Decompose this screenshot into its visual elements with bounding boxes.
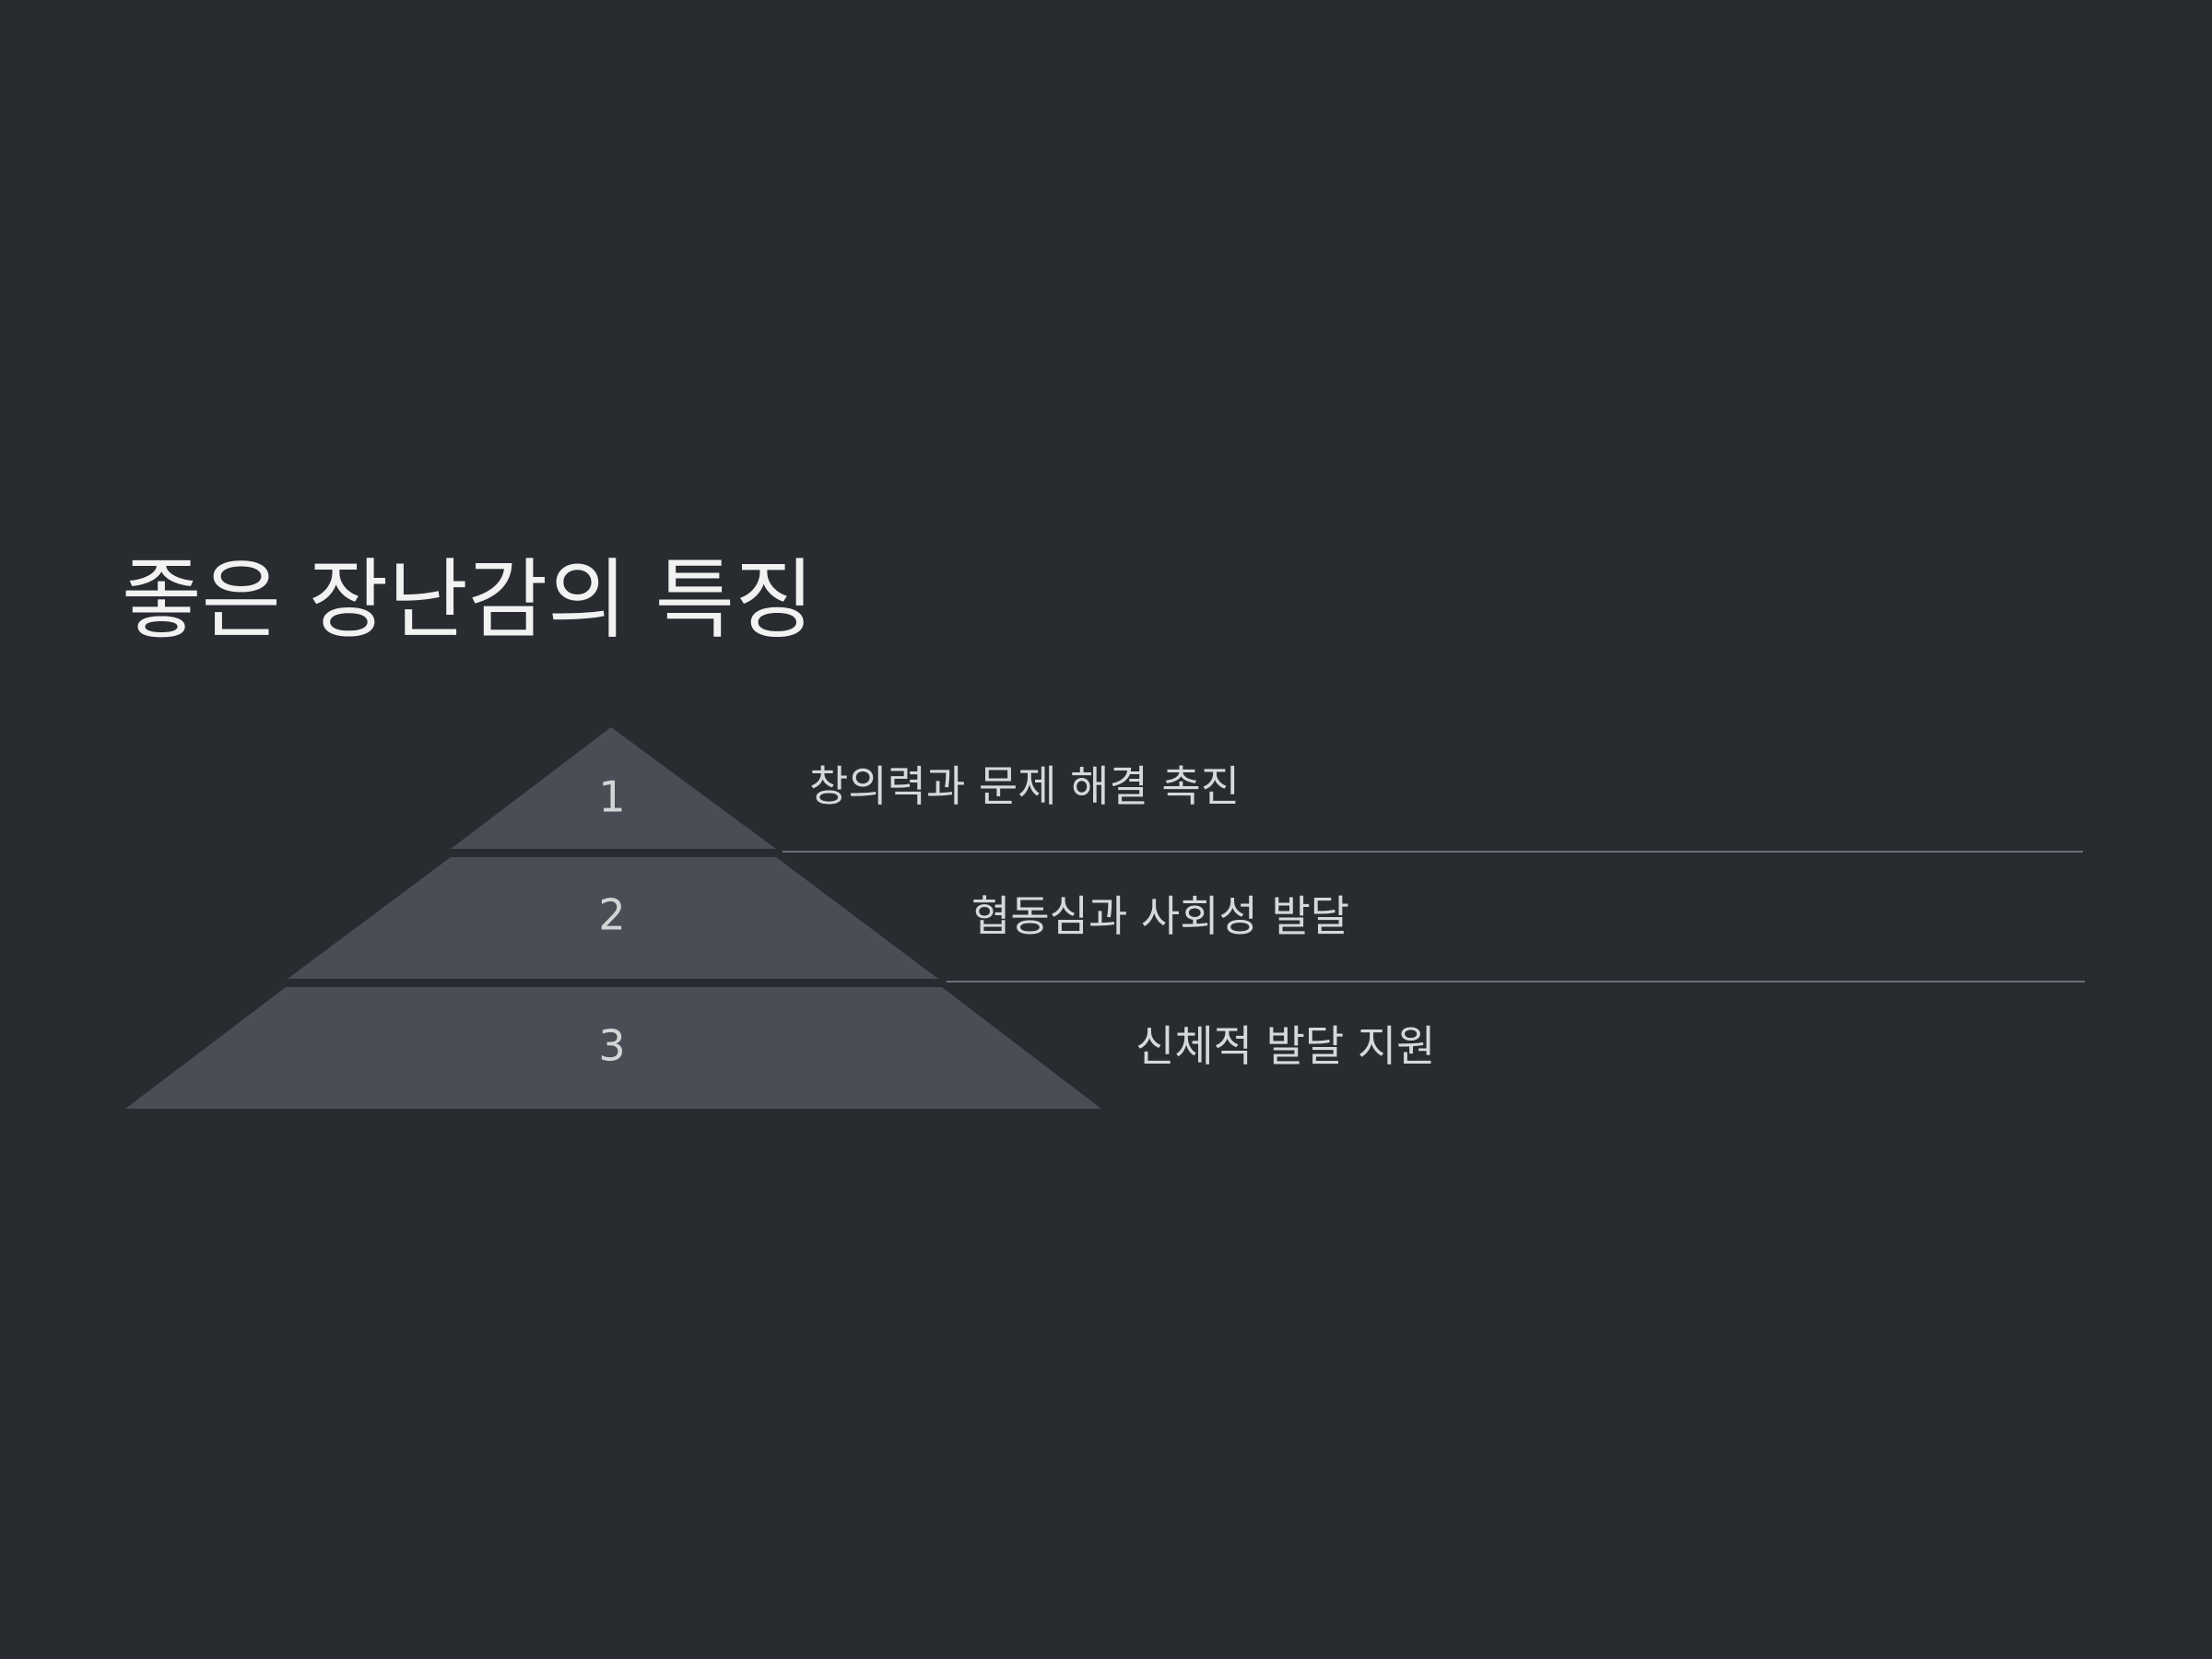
tier-label-3: 신체적 발달 지원 [1135,1021,1436,1071]
tier-label-2: 협동심과 사회성 발달 [971,891,1350,941]
tier-number-2: 2 [598,890,625,940]
tier-number-3: 3 [598,1021,625,1071]
tier-label-1: 창의력과 문제 해결 촉진 [809,761,1241,811]
tier-number-1: 1 [598,772,625,822]
pyramid-tier-3 [125,987,1101,1109]
pyramid-tier-2 [288,857,938,979]
slide-title: 좋은 장난감의 특징 [122,550,815,651]
pyramid-tier-1 [451,727,776,849]
